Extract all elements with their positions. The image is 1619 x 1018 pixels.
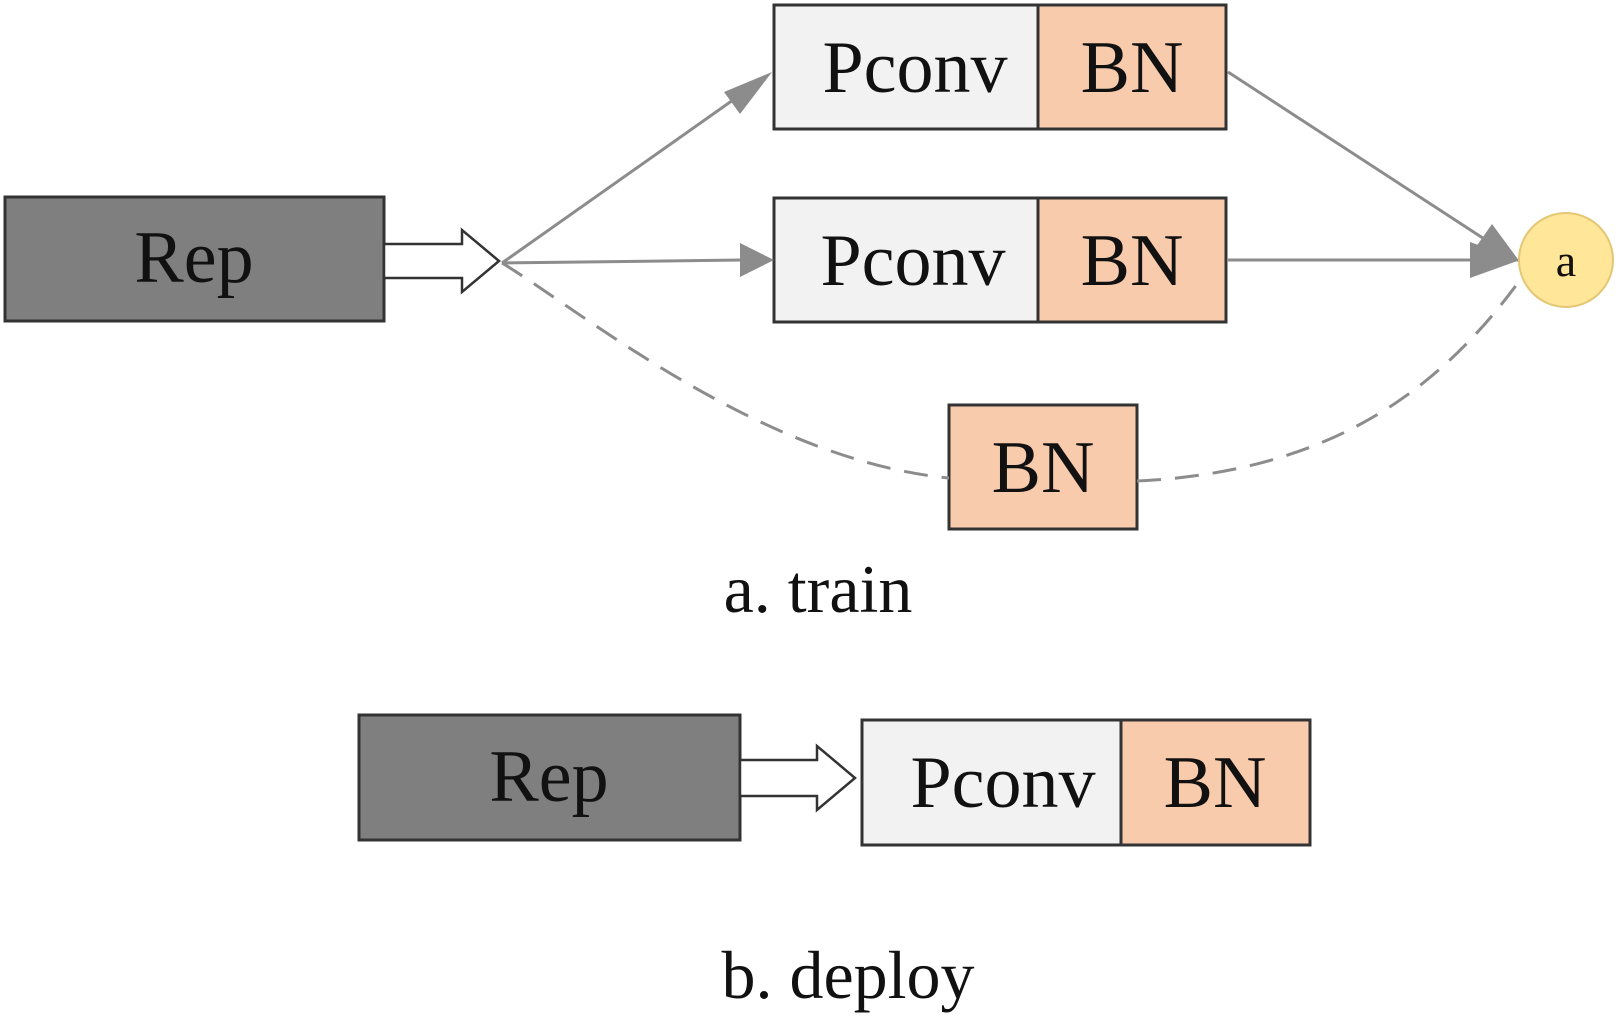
train-caption: a. train — [724, 551, 913, 627]
deploy-section: Rep Pconv BN b. deploy — [357, 713, 1312, 1013]
train-output-node-label: a — [1556, 235, 1576, 286]
train-branch-2-pconv-label: Pconv — [821, 220, 1006, 302]
edge-split-to-branch-1 — [501, 86, 751, 265]
deploy-pconv-label: Pconv — [911, 742, 1096, 824]
edge-branch-1-to-output — [1227, 70, 1493, 246]
deploy-caption: b. deploy — [721, 937, 974, 1013]
train-identity-bn-label: BN — [992, 427, 1095, 509]
train-output-node — [1518, 212, 1614, 308]
arrowhead-output-mid — [1470, 242, 1520, 278]
train-branch-1: Pconv BN — [772, 3, 1228, 131]
train-hollow-arrow — [382, 227, 501, 295]
edge-split-to-branch-2 — [501, 258, 743, 265]
deploy-rep-block — [357, 713, 742, 842]
train-branch-1-bn — [1036, 3, 1228, 131]
train-branch-2-bn — [1036, 196, 1228, 324]
arrowhead-branch-1 — [724, 72, 772, 114]
deploy-bn-label: BN — [1164, 742, 1267, 824]
arrowhead-branch-2 — [740, 243, 774, 277]
deploy-pconv-block — [860, 718, 1123, 847]
deploy-bn-block — [1119, 718, 1312, 847]
train-branch-2: Pconv BN — [772, 196, 1228, 324]
deploy-rep-label: Rep — [489, 736, 608, 818]
edge-dashed-to-identity-bn — [501, 261, 950, 480]
train-section: Rep Pconv BN Pconv BN BN — [3, 3, 1614, 627]
train-branch-1-pconv-label: Pconv — [823, 27, 1008, 109]
train-rep-block — [3, 195, 386, 323]
deploy-hollow-arrow — [738, 743, 857, 813]
train-branch-2-bn-label: BN — [1081, 220, 1184, 302]
train-rep-label: Rep — [134, 217, 253, 299]
edge-dashed-identity-bn-to-output — [1136, 279, 1522, 483]
train-branch-1-pconv — [772, 3, 1040, 131]
train-branch-1-bn-label: BN — [1081, 27, 1184, 109]
train-identity-bn — [947, 403, 1139, 531]
